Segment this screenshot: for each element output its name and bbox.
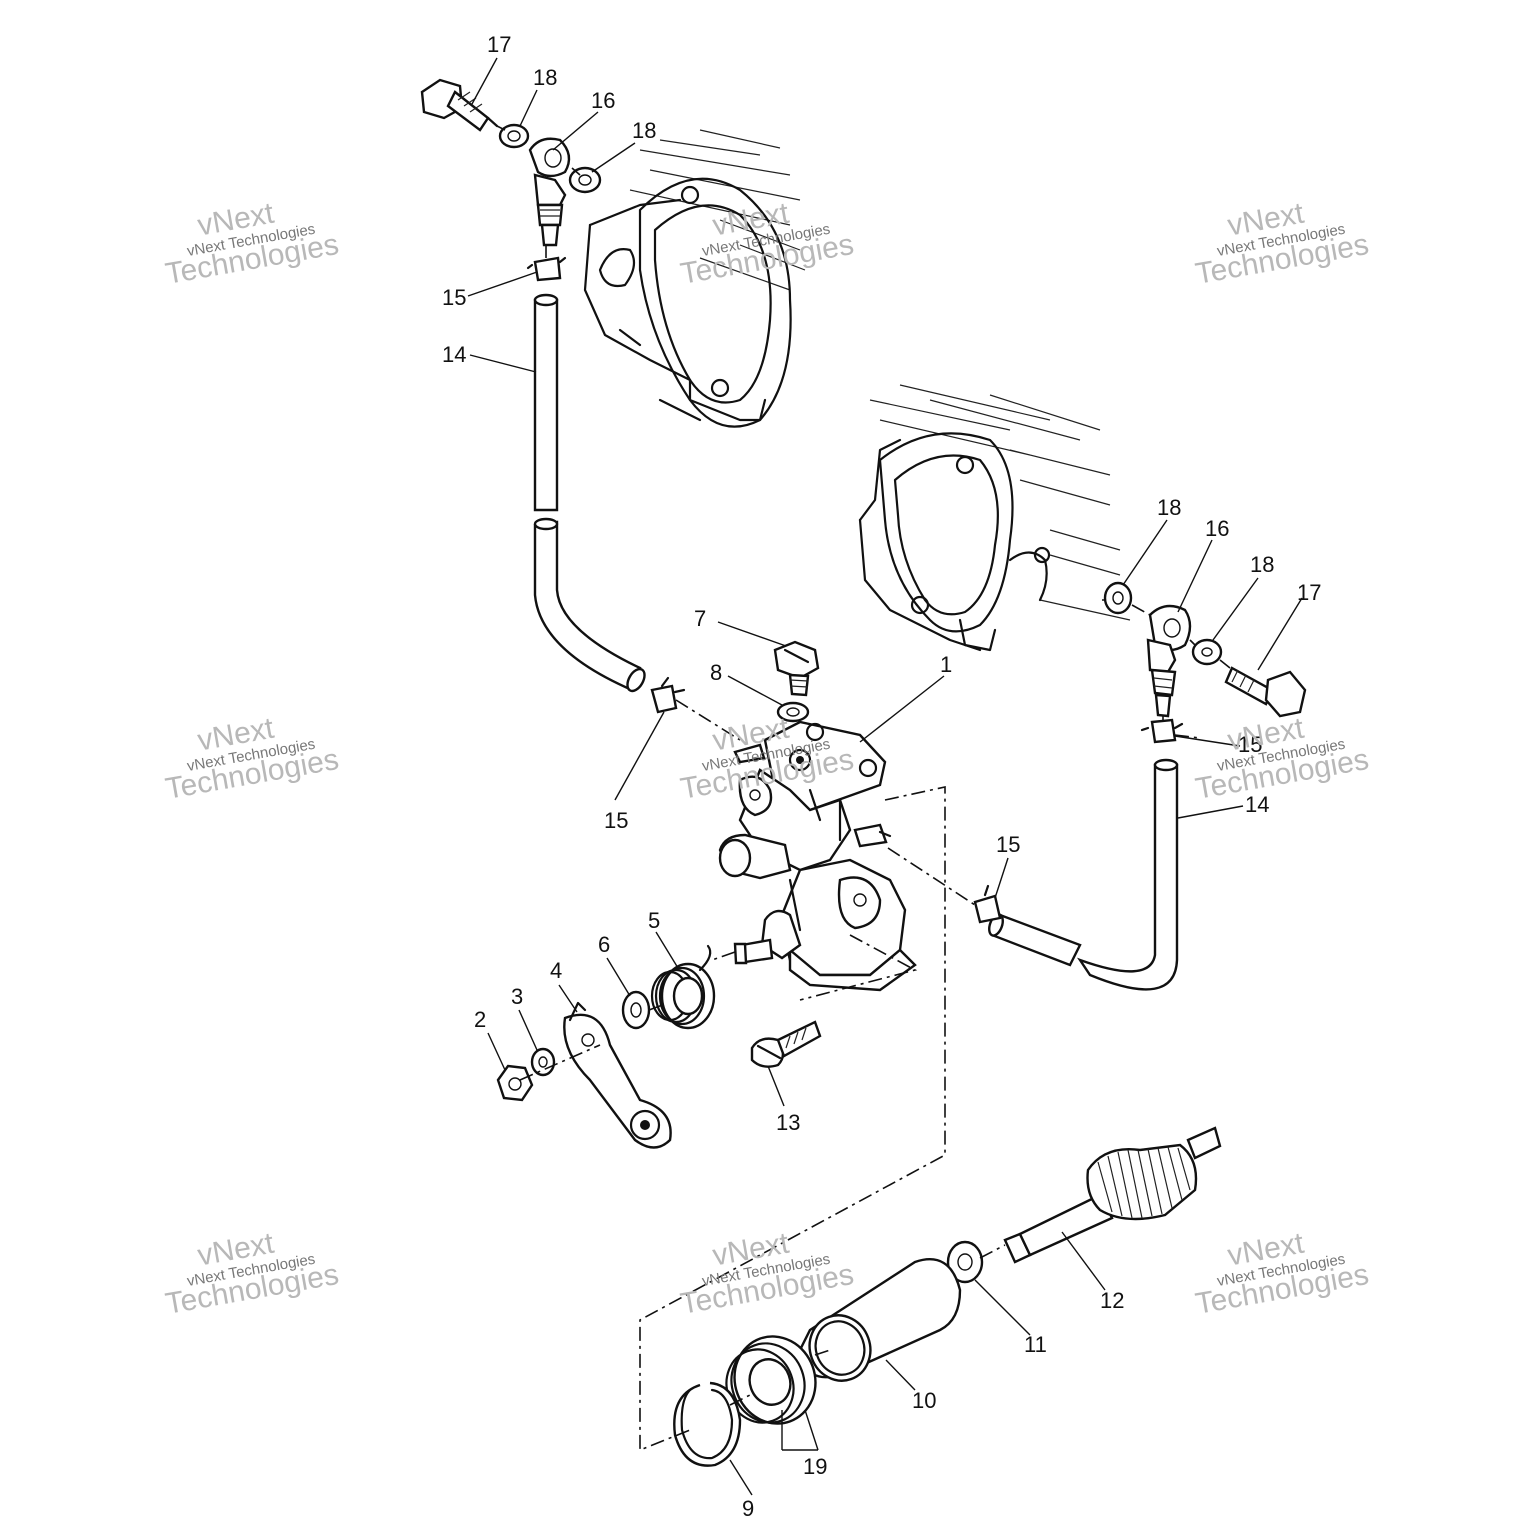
- watermark-8: vNext vNext Technologies Technologies: [678, 1227, 856, 1321]
- callout-15-left-top: 15: [442, 285, 466, 310]
- callout-18-right-b: 18: [1250, 552, 1274, 577]
- washer-18-right-b: [1191, 638, 1223, 666]
- callout-19: 19: [803, 1454, 827, 1479]
- watermark-9: vNext vNext Technologies Technologies: [1193, 1227, 1371, 1321]
- watermark-7: vNext vNext Technologies Technologies: [163, 1227, 341, 1321]
- clip-15-left-lower: [650, 676, 686, 714]
- right-bolt-17: [1224, 666, 1307, 718]
- callout-16-left: 16: [591, 88, 615, 113]
- banjo-fitting-16-right: [1146, 604, 1192, 718]
- callout-18-left-a: 18: [533, 65, 557, 90]
- leader-lines: [467, 57, 1303, 1496]
- circlip-9: [673, 1381, 742, 1467]
- callout-4: 4: [550, 958, 562, 983]
- callout-2: 2: [474, 1007, 486, 1032]
- hose-14-right: [988, 758, 1179, 991]
- washer-18-right-a: [1103, 581, 1133, 615]
- engine-cylinder-upper: [583, 129, 806, 428]
- watermark-1: vNext vNext Technologies Technologies: [163, 197, 341, 291]
- clip-15-right-lower: [973, 884, 1002, 924]
- clip-15-left-top: [526, 256, 567, 282]
- callout-13: 13: [776, 1110, 800, 1135]
- callout-15-left-lower: 15: [604, 808, 628, 833]
- callout-15-right-top: 15: [1238, 732, 1262, 757]
- callout-18-left-b: 18: [632, 118, 656, 143]
- callout-6: 6: [598, 932, 610, 957]
- washer-11: [946, 1240, 984, 1284]
- washer-18-left-a: [498, 123, 530, 149]
- callout-11: 11: [1024, 1332, 1047, 1357]
- engine-cylinder-lower: [858, 384, 1131, 652]
- left-bolt-17: [420, 78, 499, 132]
- pump-lever-4: [563, 1001, 672, 1149]
- washer-18-left-b: [568, 166, 602, 194]
- callout-15-right-lower: 15: [996, 832, 1020, 857]
- callout-14-right: 14: [1245, 792, 1269, 817]
- callout-17-right: 17: [1297, 580, 1321, 605]
- clip-15-right-top: [1140, 718, 1184, 744]
- callout-1: 1: [940, 652, 952, 677]
- nut-2: [496, 1064, 534, 1102]
- washer-8: [776, 701, 810, 723]
- banjo-fitting-16-left: [528, 137, 571, 247]
- callout-14-left: 14: [442, 342, 466, 367]
- watermark-4: vNext vNext Technologies Technologies: [163, 712, 341, 806]
- spring-5: [650, 944, 716, 1030]
- callout-10: 10: [912, 1388, 936, 1413]
- hose-14-left: [533, 293, 646, 693]
- pump-bolt-7: [773, 640, 820, 697]
- callout-7: 7: [694, 606, 706, 631]
- screw-13: [750, 1020, 822, 1068]
- watermark-3: vNext vNext Technologies Technologies: [1193, 197, 1371, 291]
- oil-pump-body-1: [718, 720, 917, 992]
- assembly-lines: [496, 125, 1231, 1452]
- washer-6: [621, 990, 651, 1030]
- drive-shaft-12: [1003, 1126, 1222, 1264]
- callout-12: 12: [1100, 1288, 1124, 1313]
- watermark-6: vNext vNext Technologies Technologies: [1193, 712, 1371, 806]
- callout-5: 5: [648, 908, 660, 933]
- callout-3: 3: [511, 984, 523, 1009]
- callout-8: 8: [710, 660, 722, 685]
- watermark-2: vNext vNext Technologies Technologies: [678, 197, 856, 291]
- washer-3: [530, 1047, 556, 1077]
- callout-16-right: 16: [1205, 516, 1229, 541]
- callout-18-right-a: 18: [1157, 495, 1181, 520]
- callout-9: 9: [742, 1496, 754, 1521]
- callouts: 17 18 16 18 15 14 18 16 18 17 7 8 1 15 1…: [442, 32, 1321, 1521]
- bushing-10: [798, 1258, 962, 1382]
- callout-17-left: 17: [487, 32, 511, 57]
